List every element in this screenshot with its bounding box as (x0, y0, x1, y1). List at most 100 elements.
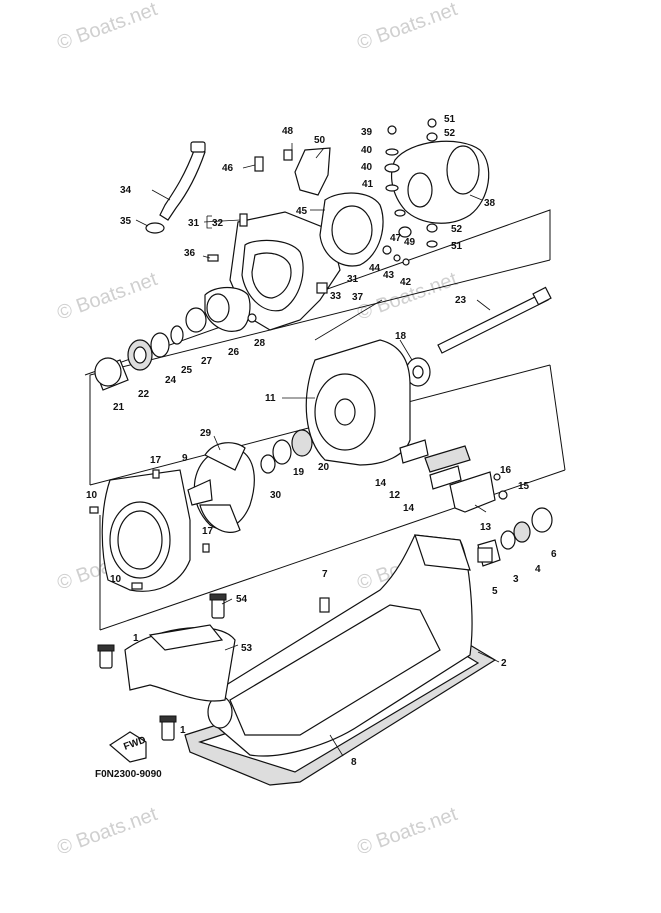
drive-sleeve-end (94, 357, 122, 387)
washer (394, 209, 406, 217)
callout-label: 25 (181, 365, 193, 376)
callout-label: 43 (383, 270, 395, 281)
callout-label: 38 (484, 198, 496, 209)
steering-nozzle-inlet (407, 172, 433, 208)
jet-duct-inner (229, 604, 441, 736)
callout-label: 11 (265, 393, 276, 404)
fwd-arrow-icon (108, 731, 147, 763)
callout-label: 6 (551, 549, 557, 560)
bolt (498, 490, 508, 500)
callout-label: 37 (352, 292, 364, 303)
drain-plug-head (97, 644, 115, 652)
leader (399, 339, 413, 361)
drain-plug-head (209, 593, 227, 601)
gasket-plate (429, 465, 462, 490)
leader (221, 598, 233, 605)
anode-plate (424, 445, 471, 473)
callout-label: 53 (241, 643, 253, 654)
callout-label: 27 (201, 356, 213, 367)
callout-label: 39 (361, 127, 373, 138)
steering-arm (294, 147, 331, 196)
leader (469, 194, 483, 201)
callout-label: 40 (361, 162, 373, 173)
callout-label: 24 (165, 375, 177, 386)
callout-label: 30 (270, 490, 282, 501)
bolt (319, 597, 330, 613)
collar (398, 226, 412, 238)
callout-label: 16 (500, 465, 512, 476)
callout-label: 12 (389, 490, 401, 501)
callout-label: 2 (501, 658, 507, 669)
long-stud (314, 299, 383, 341)
callout-label: 35 (120, 216, 132, 227)
callout-label: 13 (480, 522, 492, 533)
bolt (239, 213, 248, 227)
callout-label: 36 (184, 248, 196, 259)
cap (531, 507, 553, 533)
gasket-plate (399, 439, 429, 464)
callout-label: 5 (492, 586, 498, 597)
callout-label: 29 (200, 428, 212, 439)
watermark: © Boats.net (354, 803, 460, 860)
callout-label: 3 (513, 574, 519, 585)
callout-label: 42 (400, 277, 412, 288)
callout-label: 52 (451, 224, 463, 235)
callout-label: 47 (390, 233, 402, 244)
bearing (291, 429, 313, 457)
drive-shaft-spline (532, 286, 552, 306)
pump-housing-hub (334, 398, 356, 426)
drain-plug-head (159, 715, 177, 723)
callout-label: 31 (188, 218, 200, 229)
hose-clamp (145, 222, 165, 234)
bolt-head (387, 125, 397, 135)
drain-plug (161, 719, 175, 741)
bolt (207, 254, 219, 262)
collar (500, 530, 516, 550)
bearing (272, 439, 292, 465)
callout-label: 22 (138, 389, 150, 400)
nut (427, 118, 437, 128)
oil-seal (513, 521, 531, 543)
drain-plug (99, 649, 113, 669)
callout-label: 52 (444, 128, 456, 139)
washer (385, 148, 399, 156)
leader (477, 651, 500, 663)
impeller-blade (204, 442, 246, 471)
bolt (316, 282, 328, 294)
callout-label: 28 (254, 338, 266, 349)
callout-label: 50 (314, 135, 326, 146)
collar (426, 132, 438, 142)
screw (152, 469, 160, 479)
nut (493, 473, 501, 481)
upper-assembly (94, 118, 552, 391)
middle-frame (89, 259, 551, 485)
collar (170, 325, 184, 345)
leader (476, 299, 491, 311)
callout-label: 17 (150, 455, 162, 466)
callout-label: 32 (212, 218, 224, 229)
impeller-hub (187, 479, 213, 506)
callout-label: 40 (361, 145, 373, 156)
leader (202, 255, 211, 259)
callout-label: 34 (120, 185, 132, 196)
callout-label: 51 (451, 241, 463, 252)
callout-label: 51 (444, 114, 456, 125)
screw (202, 543, 210, 553)
washer (260, 454, 276, 474)
leader (151, 189, 171, 201)
steering-nozzle-outlet (446, 145, 480, 195)
lower-assembly (97, 534, 497, 786)
watermark: © Boats.net (54, 268, 160, 325)
middle-assembly (89, 339, 553, 592)
nut (402, 258, 410, 266)
callout-label: 8 (351, 757, 357, 768)
cooling-hose (159, 147, 206, 221)
callout-label: 45 (296, 206, 308, 217)
lower-frame-right (549, 364, 566, 471)
impeller-blade (199, 504, 241, 533)
hose-fitting (190, 141, 206, 153)
jet-duct-top (414, 534, 471, 571)
plate-bracket (449, 471, 496, 513)
screw (131, 582, 143, 590)
